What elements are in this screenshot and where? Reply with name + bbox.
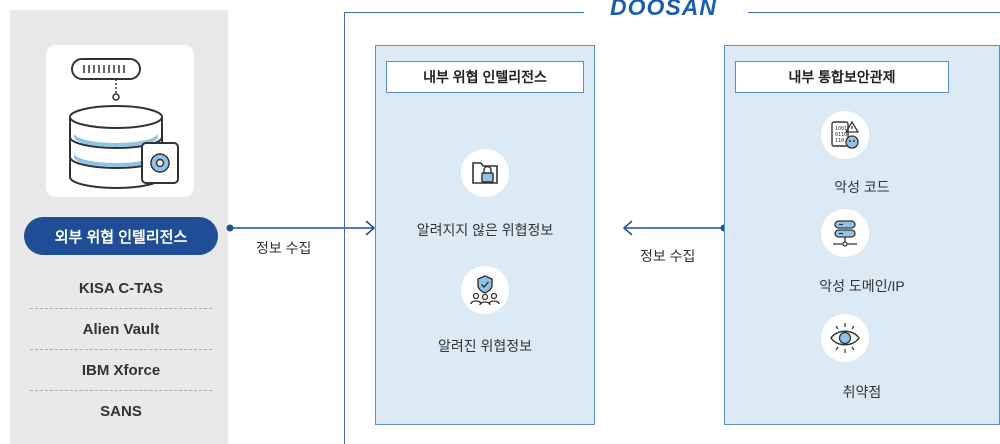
collect-label-left: 정보 수집 bbox=[256, 240, 312, 256]
vulnerability-label: 취약점 bbox=[842, 384, 882, 400]
folder-lock-icon bbox=[461, 149, 509, 197]
malicious-domain-label: 악성 도메인/IP bbox=[819, 278, 905, 294]
doosan-logo: DOOSAN bbox=[598, 0, 729, 22]
frame-top-line bbox=[344, 12, 584, 13]
malware-label: 악성 코드 bbox=[834, 179, 890, 195]
collect-arrow-left bbox=[226, 220, 376, 236]
svg-text:1001: 1001 bbox=[835, 126, 847, 132]
unknown-threat-label: 알려지지 않은 위협정보 bbox=[416, 222, 554, 238]
database-server-icon bbox=[69, 58, 179, 189]
source-item: SANS bbox=[100, 403, 142, 420]
internal-intel-box: 내부 위협 인텔리전스 알려지지 않은 위협정보 알려진 위협정보 bbox=[375, 45, 595, 425]
svg-text:110: 110 bbox=[835, 138, 844, 144]
malware-code-icon: 1001 0110 110 bbox=[821, 111, 869, 159]
eye-icon bbox=[821, 314, 869, 362]
source-item: IBM Xforce bbox=[30, 350, 212, 391]
collect-label-right: 정보 수집 bbox=[640, 248, 696, 264]
source-list: KISA C-TAS Alien Vault IBM Xforce SANS bbox=[30, 268, 212, 432]
server-network-icon bbox=[821, 209, 869, 257]
shield-users-icon bbox=[461, 266, 509, 314]
known-threat-label: 알려진 위협정보 bbox=[437, 338, 533, 354]
internal-soc-box: 내부 통합보안관제 1001 0110 110 악성 코드 악성 도메인/IP bbox=[724, 45, 1000, 425]
source-item: KISA C-TAS bbox=[30, 268, 212, 309]
internal-soc-title: 내부 통합보안관제 bbox=[735, 61, 949, 93]
server-card bbox=[46, 45, 194, 197]
internal-intel-title: 내부 위협 인텔리전스 bbox=[386, 61, 584, 93]
svg-text:0110: 0110 bbox=[835, 132, 847, 138]
external-intel-title: 외부 위협 인텔리전스 bbox=[24, 217, 218, 255]
frame-top-line-right bbox=[748, 12, 1000, 13]
collect-arrow-right bbox=[622, 220, 728, 236]
source-item: Alien Vault bbox=[30, 309, 212, 350]
frame-left-line bbox=[344, 12, 345, 444]
